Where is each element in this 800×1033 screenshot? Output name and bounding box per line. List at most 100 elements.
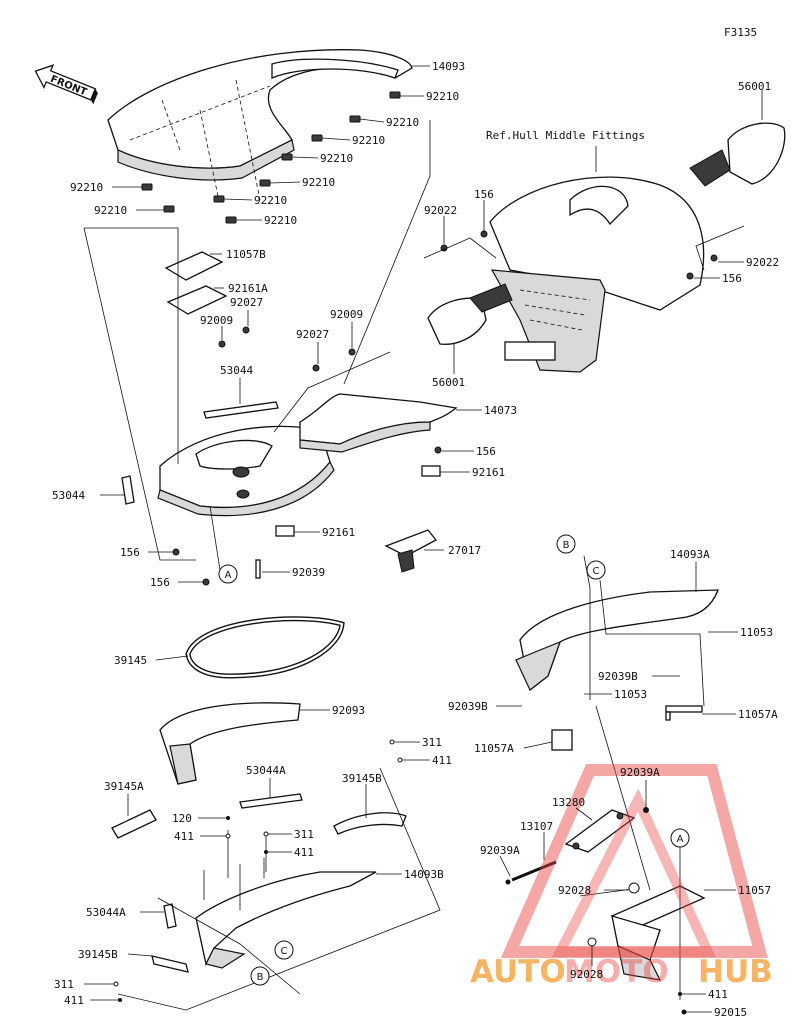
label-53044a-upper: 53044A — [246, 764, 286, 777]
strip-39145a — [111, 809, 157, 839]
plate-13280 — [564, 809, 636, 853]
watermark-word-a: AUTO — [470, 954, 566, 990]
label-13280: 13280 — [552, 796, 585, 809]
label-92027-right: 92027 — [296, 328, 329, 341]
label-156-low1: 156 — [120, 546, 140, 559]
label-411-bottom-right: 411 — [708, 988, 728, 1001]
clip-92161-upper — [421, 465, 441, 477]
storage-tray — [157, 425, 335, 517]
front-arrow: FRONT — [34, 64, 98, 105]
label-92210-7: 92210 — [264, 214, 297, 227]
seat-cover-14093 — [107, 49, 413, 181]
label-53044-upper: 53044 — [220, 364, 253, 377]
strip-39145b-upper — [333, 812, 407, 835]
label-92039a-right: 92039A — [620, 766, 660, 779]
label-92093: 92093 — [332, 704, 365, 717]
label-92210-1: 92210 — [426, 90, 459, 103]
label-92028-mid: 92028 — [558, 884, 591, 897]
small-rings — [113, 739, 687, 1015]
label-92009-left: 92009 — [200, 314, 233, 327]
label-411-mid-right: 411 — [294, 846, 314, 859]
label-311-mid: 311 — [294, 828, 314, 841]
label-92022-left: 92022 — [424, 204, 457, 217]
hull-middle-fittings — [489, 176, 705, 373]
label-311-bottom: 311 — [54, 978, 74, 991]
label-39145b-upper: 39145B — [342, 772, 382, 785]
panel-14093a — [515, 589, 719, 692]
label-13107: 13107 — [520, 820, 553, 833]
svg-text:C: C — [593, 566, 600, 577]
watermark-word-c: HUB — [698, 954, 773, 990]
marker-a-right: A — [670, 828, 690, 848]
label-92210-8: 92210 — [70, 181, 103, 194]
label-92009-right: 92009 — [330, 308, 363, 321]
label-14073: 14073 — [484, 404, 517, 417]
rod-13107 — [511, 860, 557, 882]
label-11057a-right: 11057A — [738, 708, 778, 721]
marker-b-upper: B — [556, 534, 576, 554]
label-156-right: 156 — [722, 272, 742, 285]
label-39145: 39145 — [114, 654, 147, 667]
bracket-11057a-right — [665, 705, 703, 721]
label-92027-left: 92027 — [230, 296, 263, 309]
label-156-mid: 156 — [476, 445, 496, 458]
label-411-mid-left: 411 — [174, 830, 194, 843]
label-92039b-right: 92039B — [598, 670, 638, 683]
bracket-11057 — [610, 885, 706, 981]
label-92039a-left: 92039A — [480, 844, 520, 857]
mirror-56001-right — [689, 122, 786, 187]
label-92039b-left: 92039B — [448, 700, 488, 713]
svg-text:A: A — [677, 834, 684, 845]
part-labels: 14093 92210 92210 92210 92210 92210 9221… — [52, 60, 779, 1019]
marker-c-lower: C — [274, 940, 294, 960]
label-11057: 11057 — [738, 884, 771, 897]
marker-a-left: A — [218, 564, 238, 584]
label-411-bottom-left: 411 — [64, 994, 84, 1007]
seal-53044a-lower — [163, 903, 177, 929]
label-53044a-lower: 53044A — [86, 906, 126, 919]
label-39145b-lower: 39145B — [78, 948, 118, 961]
label-411-top: 411 — [432, 754, 452, 767]
label-92161-lower: 92161 — [322, 526, 355, 539]
mirror-56001-left — [427, 283, 513, 345]
clip-92161-lower — [275, 525, 295, 537]
label-39145a: 39145A — [104, 780, 144, 793]
svg-text:B: B — [257, 972, 264, 983]
marker-b-lower: B — [250, 966, 270, 986]
label-11053-right: 11053 — [740, 626, 773, 639]
strip-39145b-lower — [151, 955, 189, 973]
label-311-top: 311 — [422, 736, 442, 749]
label-92210-2: 92210 — [386, 116, 419, 129]
label-92210-9: 92210 — [94, 204, 127, 217]
label-27017: 27017 — [448, 544, 481, 557]
label-156-top: 156 — [474, 188, 494, 201]
panel-14093b — [195, 871, 377, 969]
seal-53044 — [203, 401, 279, 419]
figure-code: F3135 — [724, 26, 757, 39]
label-11057b: 11057B — [226, 248, 266, 261]
label-56001-left: 56001 — [432, 376, 465, 389]
cover-14073 — [299, 393, 458, 453]
label-14093b: 14093B — [404, 868, 444, 881]
svg-text:A: A — [225, 570, 232, 581]
label-14093: 14093 — [432, 60, 465, 73]
label-92161-upper: 92161 — [472, 466, 505, 479]
label-11053-left: 11053 — [614, 688, 647, 701]
label-14093a: 14093A — [670, 548, 710, 561]
bracket-11057b — [164, 251, 224, 281]
label-11057a-left: 11057A — [474, 742, 514, 755]
bracket-11057a-left — [551, 729, 573, 751]
label-92039: 92039 — [292, 566, 325, 579]
guide-lines — [83, 120, 745, 1011]
label-92210-6: 92210 — [254, 194, 287, 207]
label-92210-5: 92210 — [302, 176, 335, 189]
watermark-word-b: MOTO — [564, 954, 669, 990]
gasket-39145 — [185, 616, 345, 679]
label-92161a: 92161A — [228, 282, 268, 295]
label-92028-bottom: 92028 — [570, 968, 603, 981]
svg-text:B: B — [563, 540, 570, 551]
watermark-logo: AUTO MOTO HUB — [470, 764, 773, 990]
label-92210-4: 92210 — [320, 152, 353, 165]
bracket-92161a — [166, 285, 228, 315]
